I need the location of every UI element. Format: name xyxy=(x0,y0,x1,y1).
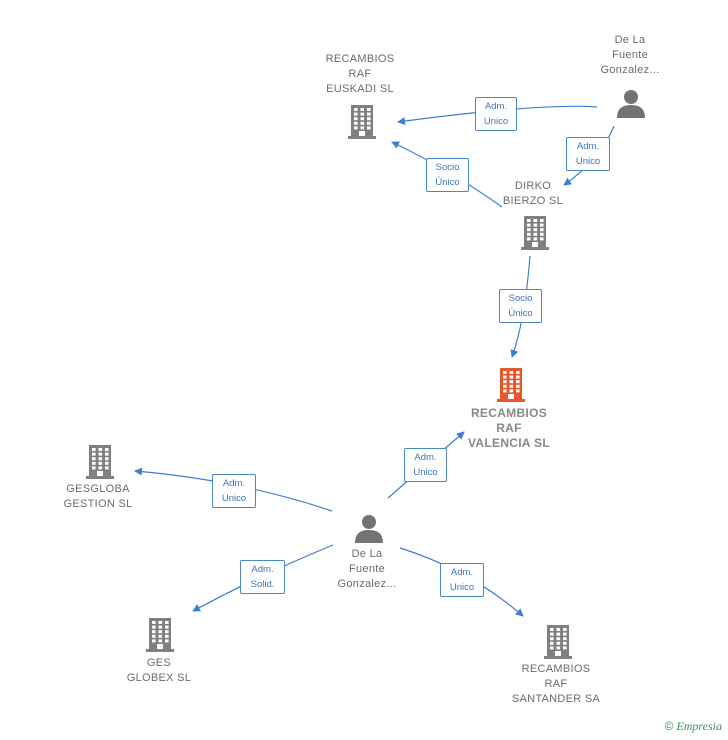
node-label-line: GESGLOBA xyxy=(66,483,130,495)
node-label-line: DIRKO xyxy=(514,180,552,192)
building-icon[interactable] xyxy=(348,103,376,144)
node-label-line: Gonzalez... xyxy=(600,64,660,76)
node-label-recambios-raf-santander[interactable]: RECAMBIOS RAF SANTANDER SA xyxy=(506,662,606,707)
node-label-line: Gonzalez... xyxy=(337,578,397,590)
edge-label-line: Unico xyxy=(575,156,601,167)
edge-label-line: Adm. xyxy=(450,567,474,578)
edge-label-line: Solid. xyxy=(250,579,275,590)
node-label-line: VALENCIA SL xyxy=(468,436,550,450)
edge-label-line: Único xyxy=(508,308,533,319)
edge-label-adm-unico[interactable]: Adm. Unico xyxy=(440,563,484,597)
edge-label-line: Único xyxy=(435,177,460,188)
node-label-line: RAF xyxy=(496,421,522,435)
edge-label-adm-unico[interactable]: Adm. Unico xyxy=(566,137,610,171)
building-icon[interactable] xyxy=(497,366,525,407)
edge-label-adm-unico[interactable]: Adm. Unico xyxy=(404,448,447,482)
node-label-gesgloba-gestion[interactable]: GESGLOBA GESTION SL xyxy=(48,482,148,512)
node-label-line: GESTION SL xyxy=(63,498,133,510)
edge-label-adm-unico[interactable]: Adm. Unico xyxy=(212,474,256,508)
node-label-line: RECAMBIOS xyxy=(325,53,395,65)
edge-label-line: Adm. xyxy=(222,478,246,489)
brand-logo: ©Empresia xyxy=(665,719,722,734)
building-icon[interactable] xyxy=(521,214,549,255)
edge-label-line: Adm. xyxy=(251,564,274,575)
node-label-line: EUSKADI SL xyxy=(326,83,394,95)
edge-label-line: Unico xyxy=(449,582,475,593)
edge-label-line: Socio xyxy=(435,162,460,173)
node-label-line: GES xyxy=(146,657,172,669)
node-label-line: RAF xyxy=(544,678,568,690)
edge-label-line: Unico xyxy=(221,493,247,504)
edge-label-line: Adm. xyxy=(484,101,508,112)
edge-label-line: Adm. xyxy=(414,452,437,463)
edge-label-line: Unico xyxy=(413,467,438,478)
node-label-line: RAF xyxy=(348,68,372,80)
person-icon[interactable] xyxy=(616,88,646,123)
building-icon[interactable] xyxy=(146,616,174,657)
node-label-recambios-raf-euskadi[interactable]: RECAMBIOS RAF EUSKADI SL xyxy=(310,52,410,97)
node-label-dirko-bierzo[interactable]: DIRKO BIERZO SL xyxy=(483,179,583,209)
node-label-ges-globex[interactable]: GES GLOBEX SL xyxy=(109,656,209,686)
brand-name: Empresia xyxy=(676,719,722,733)
building-icon[interactable] xyxy=(86,443,114,484)
node-label-line: RECAMBIOS xyxy=(470,406,548,420)
edge-label-adm-solid[interactable]: Adm. Solid. xyxy=(240,560,285,594)
node-label-line: Fuente xyxy=(348,563,386,575)
edge-label-line: Unico xyxy=(483,116,509,127)
node-label-line: GLOBEX SL xyxy=(126,672,192,684)
node-label-line: RECAMBIOS xyxy=(521,663,591,675)
edge-line xyxy=(397,105,598,126)
node-label-line: Fuente xyxy=(611,49,649,61)
copyright-icon: © xyxy=(664,719,674,733)
edge-label-line: Socio xyxy=(508,293,533,304)
node-label-line: BIERZO SL xyxy=(502,195,564,207)
node-label-line: SANTANDER SA xyxy=(511,693,601,705)
person-icon[interactable] xyxy=(354,513,384,548)
edge-label-line: Adm. xyxy=(576,141,600,152)
node-label-line: De La xyxy=(614,34,646,46)
node-label-line: De La xyxy=(351,548,383,560)
building-icon[interactable] xyxy=(544,623,572,664)
edge-label-adm-unico[interactable]: Adm. Unico xyxy=(475,97,517,131)
